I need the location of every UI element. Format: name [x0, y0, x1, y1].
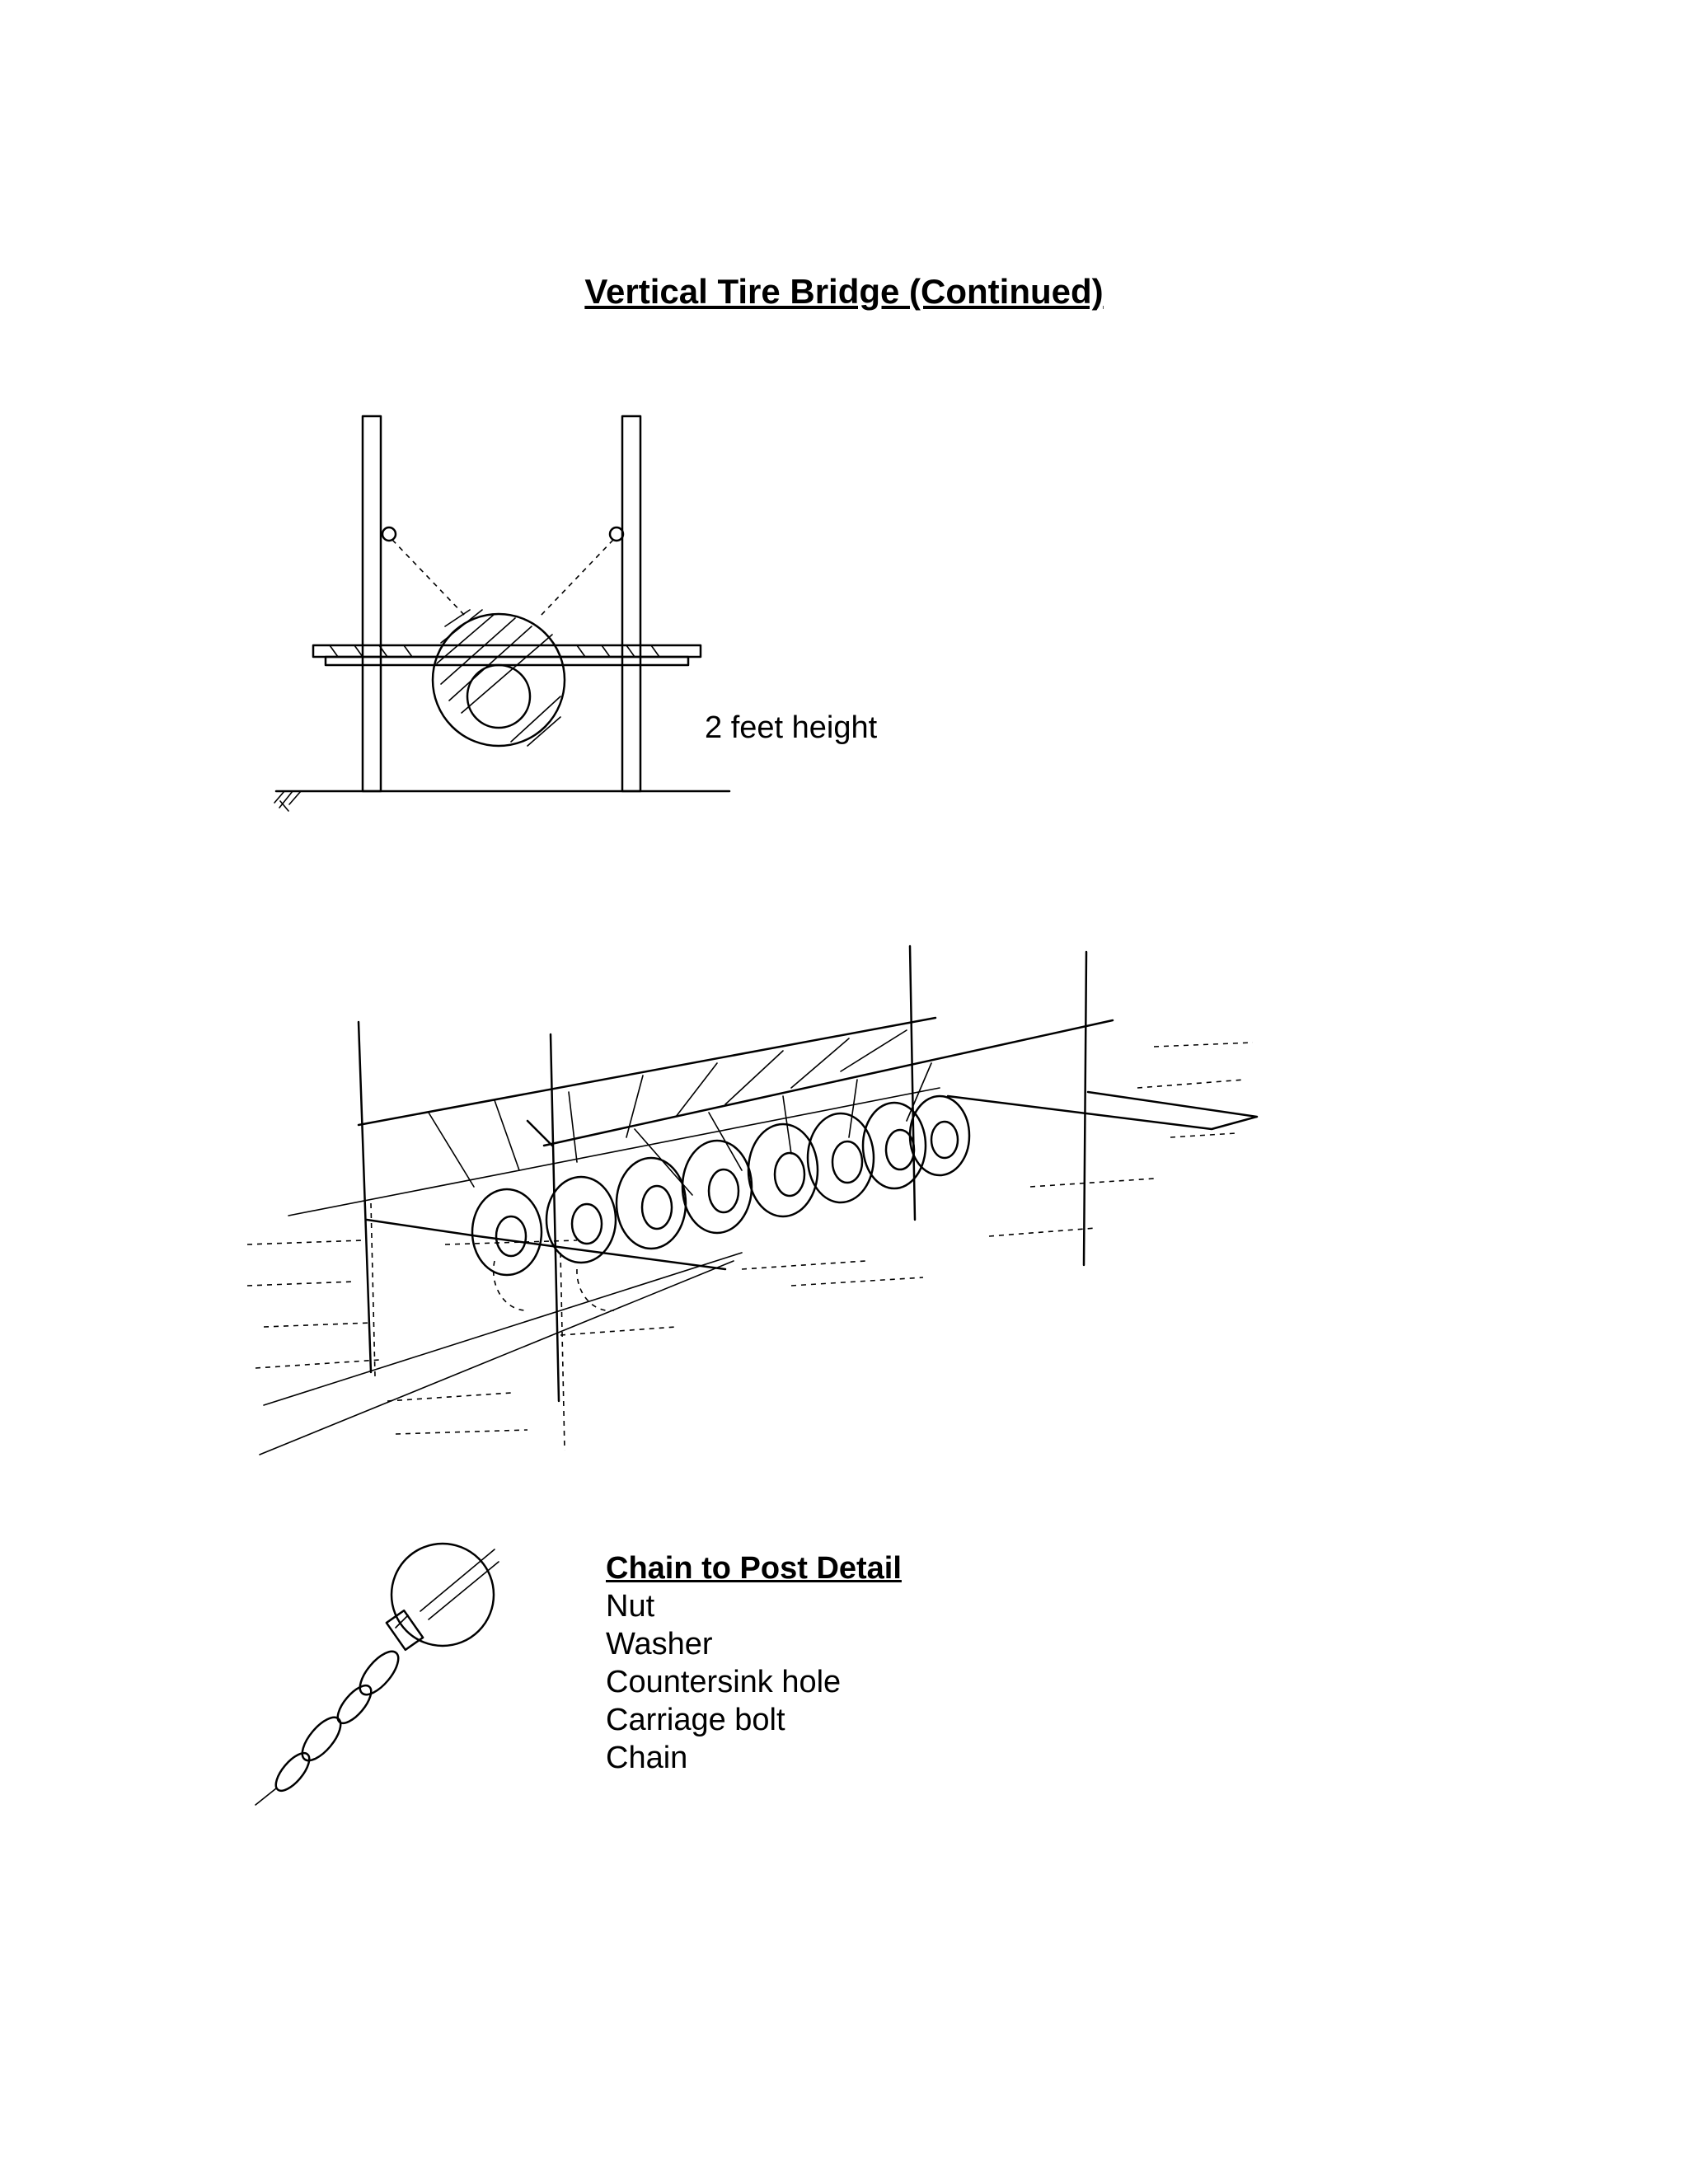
page-title: Vertical Tire Bridge (Continued) [584, 272, 1104, 311]
chain-post-detail: Chain to Post Detail Nut Washer Counters… [606, 1549, 902, 1777]
height-caption: 2 feet height [705, 710, 878, 745]
detail-item-countersink-hole: Countersink hole [606, 1665, 842, 1699]
detail-item-washer: Washer [606, 1627, 713, 1661]
detail-item-chain: Chain [606, 1741, 688, 1775]
detail-item-carriage-bolt: Carriage bolt [606, 1703, 785, 1737]
detail-item-nut: Nut [606, 1589, 655, 1624]
detail-title: Chain to Post Detail [606, 1551, 902, 1586]
